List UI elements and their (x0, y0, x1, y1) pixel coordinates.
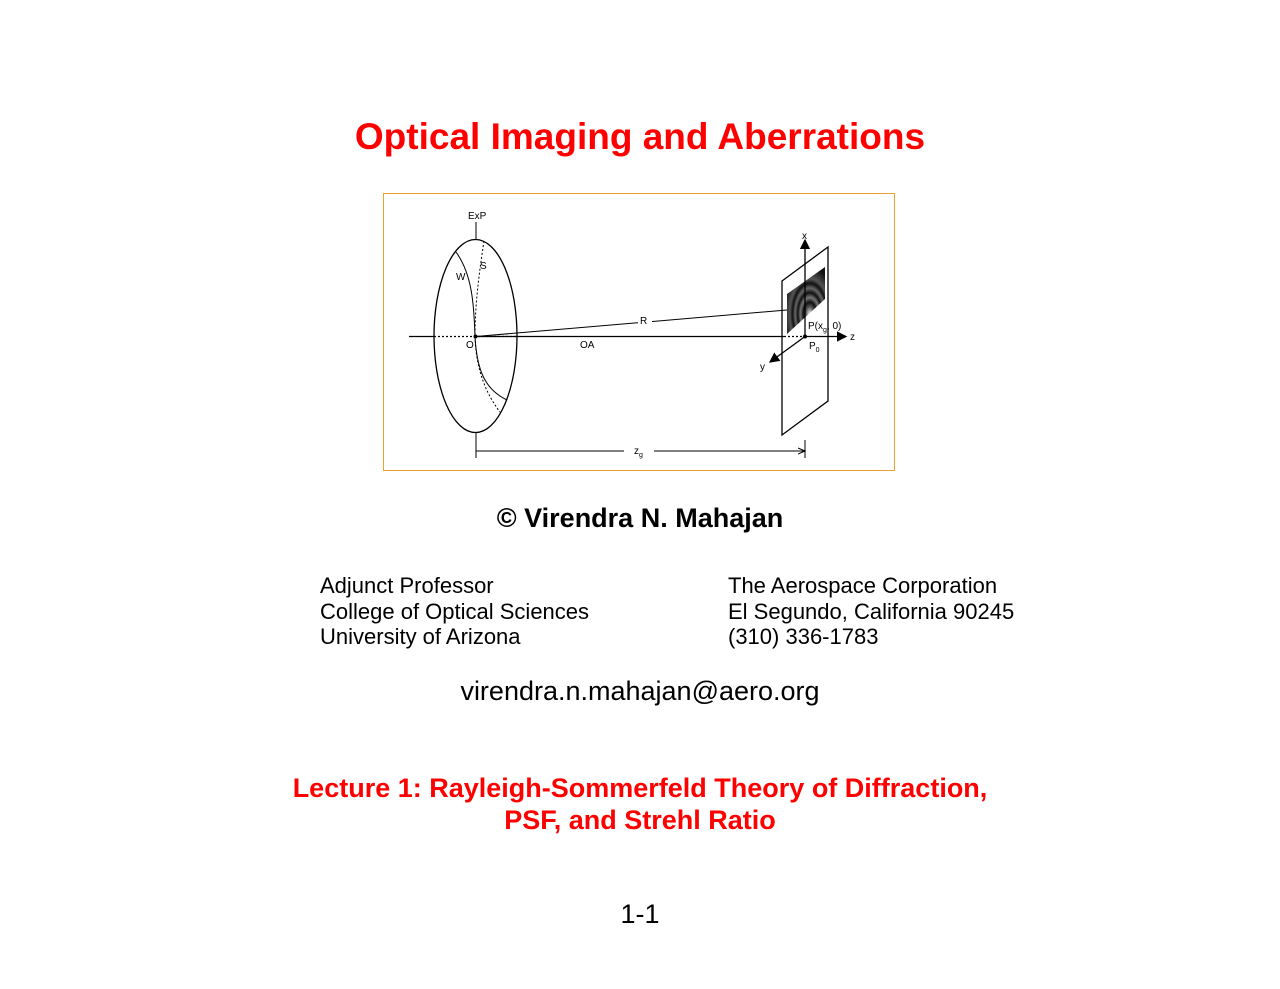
label-exp: ExP (468, 211, 487, 222)
label-w: W (456, 272, 466, 283)
label-x: x (802, 231, 807, 242)
origin-point (473, 334, 478, 339)
label-r: R (640, 316, 647, 327)
observation-plane (781, 245, 829, 437)
label-z: z (850, 332, 855, 343)
lecture-title: Lecture 1: Rayleigh-Sommerfeld Theory of… (0, 772, 1280, 836)
label-p0: P0 (809, 341, 820, 354)
lecture-title-line: PSF, and Strehl Ratio (504, 805, 776, 835)
psf-image (787, 267, 825, 334)
label-p: P(xg, 0) (808, 321, 841, 334)
affiliation-line: El Segundo, California 90245 (728, 598, 1015, 624)
lecture-title-line: Lecture 1: Rayleigh-Sommerfeld Theory of… (292, 773, 988, 803)
label-y: y (760, 362, 765, 373)
affiliation-line: (310) 336-1783 (728, 624, 879, 649)
radius-line (475, 309, 788, 337)
y-axis-arrow (768, 335, 806, 363)
label-oa: OA (580, 340, 595, 351)
page-number: 1-1 (620, 899, 660, 929)
affiliation-line: University of Arizona (320, 624, 521, 649)
slide-title: Optical Imaging and Aberrations (354, 116, 926, 157)
affiliation-university: Adjunct Professor College of Optical Sci… (320, 573, 589, 650)
label-o: O (466, 340, 474, 351)
affiliation-corporation: The Aerospace Corporation El Segundo, Ca… (728, 573, 1014, 650)
diagram-svg: ExP W S O OA R x y z P(xg, 0) P0 zg (409, 211, 855, 459)
reference-sphere-curve (474, 240, 501, 413)
optical-system-diagram: ExP W S O OA R x y z P(xg, 0) P0 zg (383, 193, 895, 471)
affiliation-line: Adjunct Professor (320, 573, 494, 598)
email-address: virendra.n.mahajan@aero.org (460, 676, 820, 706)
author-name: © Virendra N. Mahajan (496, 503, 784, 533)
affiliation-line: College of Optical Sciences (320, 598, 590, 624)
p0-point (803, 334, 807, 339)
label-zg: zg (634, 446, 643, 459)
affiliation-line: The Aerospace Corporation (728, 573, 998, 598)
label-s: S (480, 261, 487, 272)
